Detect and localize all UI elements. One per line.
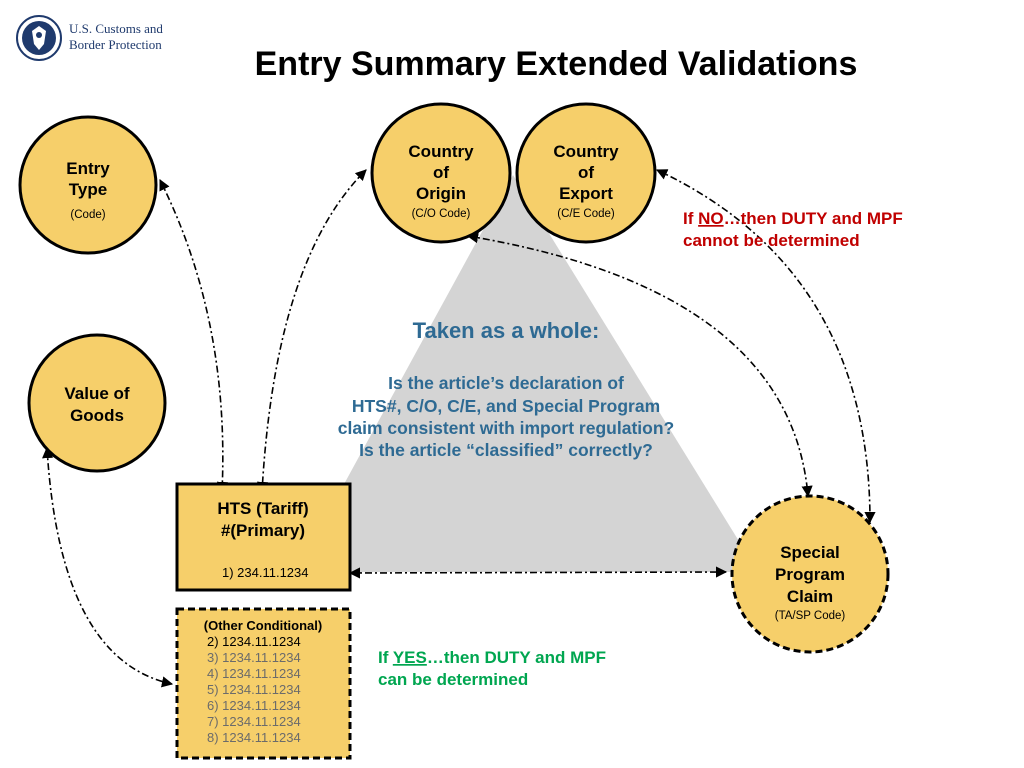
export-line-2: of bbox=[578, 163, 594, 182]
export-line-3: Export bbox=[559, 184, 613, 203]
center-question-line: claim consistent with import regulation? bbox=[338, 418, 674, 438]
entry-type-title-1: Entry bbox=[66, 159, 110, 178]
special-line-3: Claim bbox=[787, 587, 833, 606]
export-sub: (C/E Code) bbox=[557, 208, 615, 220]
connector-entrytype-hts bbox=[159, 178, 229, 494]
center-text: Taken as a whole: Is the article’s decla… bbox=[338, 318, 674, 460]
center-question-line: Is the article “classified” correctly? bbox=[359, 440, 653, 460]
special-sub: (TA/SP Code) bbox=[775, 610, 846, 622]
yes-prefix: If bbox=[378, 648, 393, 667]
country-of-origin-node: Country of Origin (C/O Code) bbox=[370, 102, 512, 244]
conditional-code: 3) 1234.11.1234 bbox=[207, 650, 301, 665]
hts-title-1: HTS (Tariff) bbox=[217, 499, 308, 518]
yes-note: If YES…then DUTY and MPF can be determin… bbox=[378, 648, 606, 689]
no-keyword: NO bbox=[698, 209, 724, 228]
entry-type-node: Entry Type (Code) bbox=[18, 115, 158, 255]
origin-line-3: Origin bbox=[416, 184, 466, 203]
country-of-export-node: Country of Export (C/E Code) bbox=[515, 102, 657, 244]
conditional-code: 6) 1234.11.1234 bbox=[207, 698, 301, 713]
conditional-code: 5) 1234.11.1234 bbox=[207, 682, 301, 697]
entry-type-sub: (Code) bbox=[70, 209, 105, 221]
connector-hts-special bbox=[348, 566, 728, 579]
origin-line-1: Country bbox=[408, 142, 474, 161]
hts-primary-box: HTS (Tariff) #(Primary) 1) 234.11.1234 bbox=[175, 482, 352, 592]
connector-export-special bbox=[655, 169, 876, 524]
no-rest: …then DUTY and MPF bbox=[724, 209, 903, 228]
special-line-2: Program bbox=[775, 565, 845, 584]
cbp-logo: U.S. Customs and Border Protection bbox=[16, 15, 163, 61]
logo-line-2: Border Protection bbox=[69, 37, 162, 52]
yes-rest: …then DUTY and MPF bbox=[427, 648, 606, 667]
value-of-goods-title-2: Goods bbox=[70, 406, 124, 425]
yes-note-line-1: If YES…then DUTY and MPF bbox=[378, 648, 606, 667]
other-conditional-header: (Other Conditional) bbox=[204, 618, 322, 633]
value-of-goods-node: Value of Goods bbox=[27, 333, 167, 473]
no-note: If NO…then DUTY and MPF cannot be determ… bbox=[683, 209, 903, 250]
entry-type-title-2: Type bbox=[69, 180, 107, 199]
center-question-line: Is the article’s declaration of bbox=[388, 373, 624, 393]
special-line-1: Special bbox=[780, 543, 840, 562]
cbp-seal-icon bbox=[16, 15, 62, 61]
conditional-code: 7) 1234.11.1234 bbox=[207, 714, 301, 729]
yes-note-line-2: can be determined bbox=[378, 670, 528, 689]
connector-origin-special bbox=[466, 232, 813, 498]
center-question-line: HTS#, C/O, C/E, and Special Program bbox=[352, 396, 660, 416]
origin-line-2: of bbox=[433, 163, 449, 182]
export-line-1: Country bbox=[553, 142, 619, 161]
logo-line-1: U.S. Customs and bbox=[69, 21, 163, 36]
conditional-code: 4) 1234.11.1234 bbox=[207, 666, 301, 681]
center-heading: Taken as a whole: bbox=[413, 318, 600, 343]
no-prefix: If bbox=[683, 209, 698, 228]
hts-primary-code: 1) 234.11.1234 bbox=[222, 565, 309, 580]
origin-sub: (C/O Code) bbox=[412, 208, 471, 220]
value-of-goods-title-1: Value of bbox=[64, 384, 130, 403]
special-program-claim-node: Special Program Claim (TA/SP Code) bbox=[730, 494, 890, 654]
conditional-code: 2) 1234.11.1234 bbox=[207, 634, 301, 649]
yes-keyword: YES bbox=[393, 648, 427, 667]
no-note-line-2: cannot be determined bbox=[683, 231, 860, 250]
connector-value-other bbox=[42, 446, 174, 688]
page-title: Entry Summary Extended Validations bbox=[255, 45, 858, 83]
conditional-code: 8) 1234.11.1234 bbox=[207, 730, 301, 745]
no-note-line-1: If NO…then DUTY and MPF bbox=[683, 209, 903, 228]
connector-origin-hts bbox=[256, 169, 367, 494]
other-conditional-box: (Other Conditional) 2) 1234.11.1234 3) 1… bbox=[175, 607, 352, 760]
hts-title-2: #(Primary) bbox=[221, 521, 305, 540]
connectors bbox=[42, 169, 876, 688]
